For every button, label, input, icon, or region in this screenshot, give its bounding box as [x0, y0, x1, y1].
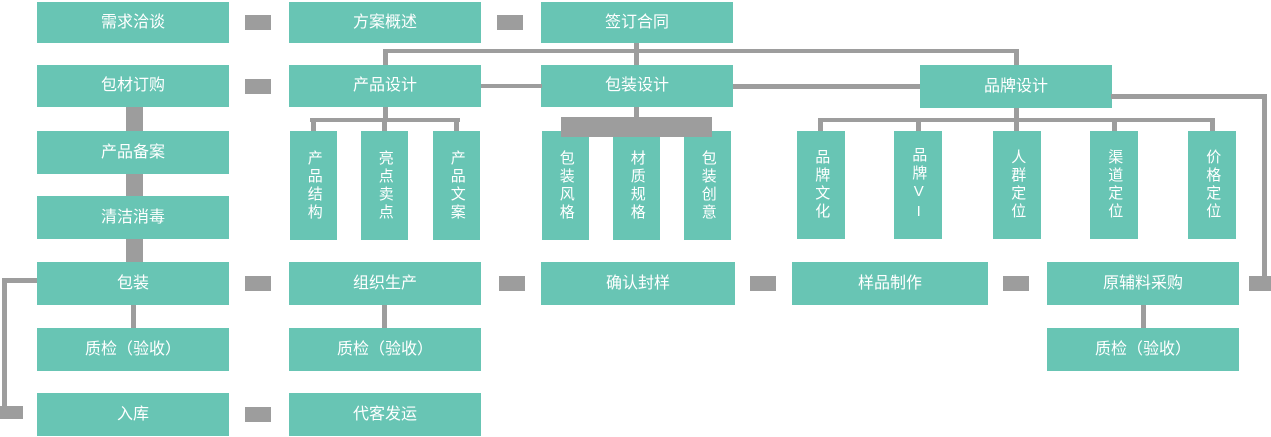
- node-package-design: 包装设计: [541, 65, 733, 107]
- flow-line-purchase-to-qc3: [1141, 305, 1146, 328]
- node-sample-making: 样品制作: [792, 262, 988, 305]
- flow-line-design-branch-rail: [383, 49, 1019, 53]
- flow-line-brand-children-rail: [818, 118, 1215, 122]
- node-package-style: 包装风格: [542, 131, 589, 240]
- flow-line-product-children-rail: [310, 118, 460, 122]
- flow-line-drop-brand-vi: [916, 122, 921, 131]
- flow-line-package-children-stub: [634, 107, 639, 117]
- flow-line-drop-channel-positioning: [1112, 122, 1117, 131]
- flow-line-drop-product-copy: [454, 122, 459, 131]
- flow-line-package-children-thick-bar: [561, 117, 712, 137]
- flow-line-packing-left: [2, 278, 37, 283]
- flow-line-drop-product-design: [383, 53, 388, 65]
- flow-line-package-to-brand: [733, 84, 920, 89]
- flow-line-brand-children-stub: [1014, 108, 1019, 119]
- flow-line-packing-to-qc1: [131, 305, 136, 328]
- connector-bar: [1249, 276, 1271, 291]
- connector-bar: [1003, 276, 1029, 291]
- flow-line-sign-contract-stub: [634, 43, 639, 51]
- node-plan-overview: 方案概述: [289, 2, 481, 43]
- flow-line-brand-down-right: [1262, 94, 1267, 276]
- node-brand-design: 品牌设计: [920, 65, 1112, 108]
- node-brand-vi: 品牌VI: [894, 131, 942, 239]
- flow-line-packing-down-left: [2, 278, 7, 412]
- node-cleaning-disinfection: 清洁消毒: [37, 196, 229, 239]
- connector-bar: [497, 15, 523, 30]
- node-organize-production: 组织生产: [289, 262, 481, 305]
- node-channel-positioning: 渠道定位: [1090, 131, 1138, 239]
- connector-bar: [750, 276, 776, 291]
- node-packing: 包装: [37, 262, 229, 305]
- flow-line-cleaning-to-packing: [126, 239, 143, 262]
- node-warehouse-in: 入库: [37, 393, 229, 436]
- node-audience-positioning: 人群定位: [993, 131, 1041, 239]
- node-product-structure: 产品结构: [290, 131, 337, 240]
- flow-line-drop-audience-positioning: [1014, 122, 1019, 131]
- node-product-copywriting: 产品文案: [433, 131, 480, 240]
- node-price-positioning: 价格定位: [1188, 131, 1236, 239]
- flow-line-drop-selling-points: [382, 122, 387, 131]
- connector-bar: [245, 276, 271, 291]
- node-product-design: 产品设计: [289, 65, 481, 107]
- flow-line-filing-to-cleaning: [126, 174, 143, 196]
- flow-line-drop-brand-design: [1014, 53, 1019, 65]
- node-brand-culture: 品牌文化: [797, 131, 845, 239]
- flow-line-material-to-filing: [126, 107, 143, 131]
- flow-line-product-children-stub: [383, 107, 388, 119]
- node-sign-contract: 签订合同: [541, 2, 733, 43]
- connector-bar: [245, 407, 271, 422]
- flow-line-drop-price-positioning: [1210, 122, 1215, 131]
- node-confirm-sealed-sample: 确认封样: [541, 262, 735, 305]
- node-highlight-selling-points: 亮点卖点: [361, 131, 408, 240]
- connector-bar: [499, 276, 525, 291]
- flow-line-drop-brand-culture: [818, 122, 823, 131]
- node-package-creativity: 包装创意: [684, 131, 731, 240]
- flow-line-drop-package-design: [634, 53, 639, 65]
- flow-line-product-to-package: [481, 84, 542, 88]
- node-consignment-shipping: 代客发运: [289, 393, 481, 436]
- node-qc-acceptance-1: 质检（验收）: [37, 328, 229, 371]
- connector-bar: [245, 15, 271, 30]
- flow-line-drop-product-structure: [311, 122, 316, 131]
- node-qc-acceptance-3: 质检（验收）: [1047, 328, 1239, 371]
- flow-line-production-to-qc2: [382, 305, 387, 328]
- node-raw-auxiliary-purchase: 原辅料采购: [1047, 262, 1239, 305]
- node-product-filing: 产品备案: [37, 131, 229, 174]
- node-material-spec: 材质规格: [613, 131, 660, 240]
- node-packaging-material-order: 包材订购: [37, 65, 229, 107]
- connector-bar: [245, 79, 271, 94]
- node-qc-acceptance-2: 质检（验收）: [289, 328, 481, 371]
- flow-line-brand-right: [1111, 94, 1267, 99]
- node-demand-negotiation: 需求洽谈: [37, 2, 229, 43]
